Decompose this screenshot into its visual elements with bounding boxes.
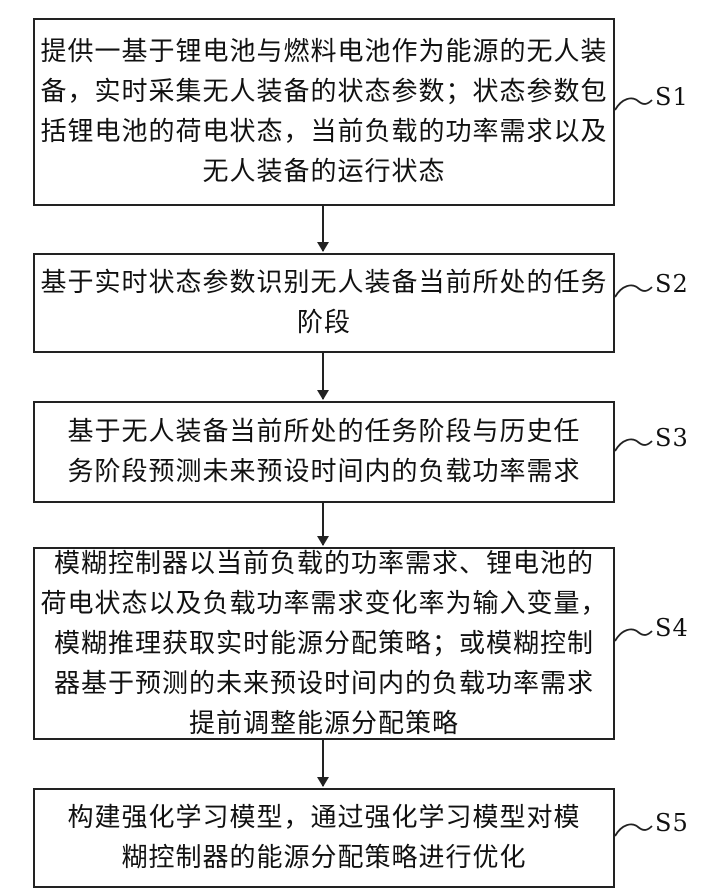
step-box-s4: 模糊控制器以当前负载的功率需求、锂电池的 荷电状态以及负载功率需求变化率为输入变… (33, 547, 615, 740)
step-s1-line: 无人装备的运行状态 (40, 152, 607, 192)
step-text-s1: 提供一基于锂电池与燃料电池作为能源的无人装 备，实时采集无人装备的状态参数；状态… (40, 32, 607, 192)
step-box-s2: 基于实时状态参数识别无人装备当前所处的任务 阶段 (33, 253, 615, 353)
step-s4-line: 荷电状态以及负载功率需求变化率为输入变量， (40, 584, 607, 624)
step-s3-line: 基于无人装备当前所处的任务阶段与历史任 (67, 412, 580, 452)
step-s4-line: 模糊控制器以当前负载的功率需求、锂电池的 (40, 544, 607, 584)
step-text-s4: 模糊控制器以当前负载的功率需求、锂电池的 荷电状态以及负载功率需求变化率为输入变… (40, 544, 607, 744)
step-s1-line: 提供一基于锂电池与燃料电池作为能源的无人装 (40, 32, 607, 72)
step-s1-line: 备，实时采集无人装备的状态参数；状态参数包 (40, 72, 607, 112)
step-s2-line: 阶段 (40, 303, 607, 343)
step-label-s3: S3 (655, 424, 689, 452)
step-s4-line: 器基于预测的未来预设时间内的负载功率需求 (40, 664, 607, 704)
step-label-s4: S4 (655, 614, 689, 642)
step-box-s3: 基于无人装备当前所处的任务阶段与历史任 务阶段预测未来预设时间内的负载功率需求 (33, 401, 615, 503)
leader-s5 (615, 824, 652, 836)
leader-s2 (615, 285, 652, 297)
step-s5-line: 糊控制器的能源分配策略进行优化 (67, 838, 580, 878)
step-s1-line: 括锂电池的荷电状态，当前负载的功率需求以及 (40, 112, 607, 152)
step-label-s2: S2 (655, 270, 689, 298)
leader-s3 (615, 439, 652, 451)
step-box-s5: 构建强化学习模型，通过强化学习模型对模 糊控制器的能源分配策略进行优化 (33, 788, 615, 888)
step-text-s2: 基于实时状态参数识别无人装备当前所处的任务 阶段 (40, 263, 607, 343)
step-s2-line: 基于实时状态参数识别无人装备当前所处的任务 (40, 263, 607, 303)
step-s5-line: 构建强化学习模型，通过强化学习模型对模 (67, 798, 580, 838)
step-s3-line: 务阶段预测未来预设时间内的负载功率需求 (67, 452, 580, 492)
step-s4-line: 模糊推理获取实时能源分配策略；或模糊控制 (40, 624, 607, 664)
step-text-s3: 基于无人装备当前所处的任务阶段与历史任 务阶段预测未来预设时间内的负载功率需求 (67, 412, 580, 492)
step-s4-line: 提前调整能源分配策略 (40, 704, 607, 744)
step-text-s5: 构建强化学习模型，通过强化学习模型对模 糊控制器的能源分配策略进行优化 (67, 798, 580, 878)
leader-s4 (615, 629, 652, 641)
step-label-s1: S1 (655, 83, 689, 111)
leader-s1 (615, 98, 652, 110)
step-box-s1: 提供一基于锂电池与燃料电池作为能源的无人装 备，实时采集无人装备的状态参数；状态… (33, 18, 615, 206)
step-label-s5: S5 (655, 809, 689, 837)
